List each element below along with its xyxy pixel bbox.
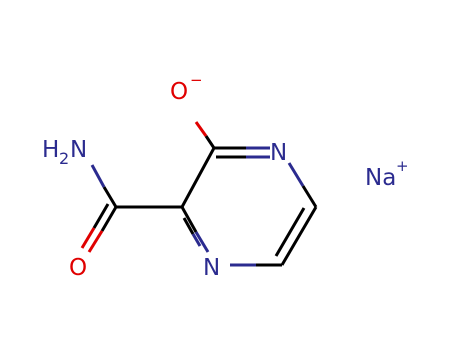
atom-ring-n-lower: N — [203, 255, 220, 281]
bond-c5-c6 — [280, 206, 318, 266]
atom-amide-nitrogen: N — [70, 137, 87, 163]
atom-amide-h: H — [42, 137, 59, 163]
atom-ring-n-upper: N — [270, 140, 287, 166]
bond-camide-nh2-blue — [90, 164, 106, 188]
bond-n4-c5 — [301, 185, 318, 208]
bond-c5-c6-inner — [274, 207, 306, 257]
bond-c2-c3 — [180, 147, 216, 208]
bond-n1-c2-blue — [194, 231, 210, 253]
bond-camide-o-red — [87, 230, 104, 253]
bond-camide-o-inner — [92, 203, 110, 229]
counterion-sodium: Na — [365, 165, 396, 191]
charge-sodium-plus: + — [396, 157, 409, 175]
charge-oxide-minus: − — [190, 71, 203, 89]
atom-carbonyl-oxygen: O — [69, 255, 87, 281]
bond-n4-c5-blue — [287, 162, 305, 187]
bond-camide-o — [100, 206, 118, 232]
bond-n1-c2-inner-blue — [191, 233, 202, 247]
bonds — [80, 121, 318, 267]
bond-camide-o-inner-red — [80, 227, 96, 249]
atom-amide-h-subscript: 2 — [59, 149, 69, 168]
atom-labels: O − N N H 2 N O Na + — [42, 71, 409, 281]
bond-camide-nh2 — [102, 186, 118, 208]
bond-c3-oxide-o-part — [194, 121, 208, 137]
bond-n1-c2-inner — [182, 217, 195, 235]
bond-c3-oxide-c-part — [204, 135, 216, 149]
atom-oxide-oxygen: O — [170, 79, 188, 105]
bond-n1-c2 — [180, 206, 198, 233]
